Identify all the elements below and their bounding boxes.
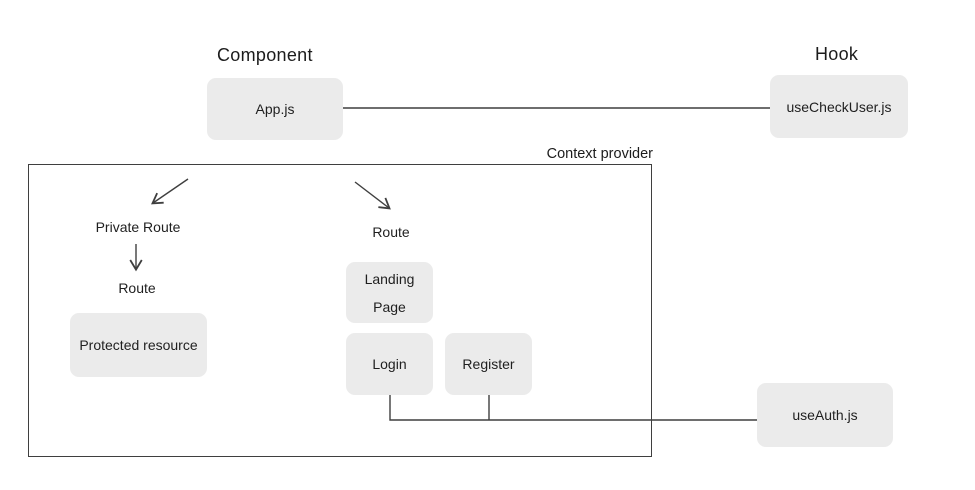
node-useauth-js-label: useAuth.js [792,407,858,423]
hook-heading: Hook [815,44,859,64]
route-right-label: Route [372,224,410,240]
route-left-label: Route [118,280,156,296]
node-landing-page-line1: Landing [364,270,415,287]
component-heading: Component [217,45,313,65]
node-app-js: App.js [207,78,343,140]
private-route-label: Private Route [95,219,181,235]
node-login: Login [346,333,433,395]
node-register-label: Register [462,356,515,372]
node-app-js-label: App.js [255,101,295,117]
node-landing-page-line2: Page [373,298,406,315]
node-login-label: Login [372,356,407,372]
node-usecheckuser-js: useCheckUser.js [770,75,908,138]
node-protected-resource-label: Protected resource [79,337,198,353]
node-landing-page: Landing Page [346,262,433,323]
context-provider-label: Context provider [546,146,653,162]
node-register: Register [445,333,532,395]
node-usecheckuser-js-label: useCheckUser.js [786,98,892,115]
context-provider-box [28,164,652,457]
node-protected-resource: Protected resource [70,313,207,377]
node-useauth-js: useAuth.js [757,383,893,447]
